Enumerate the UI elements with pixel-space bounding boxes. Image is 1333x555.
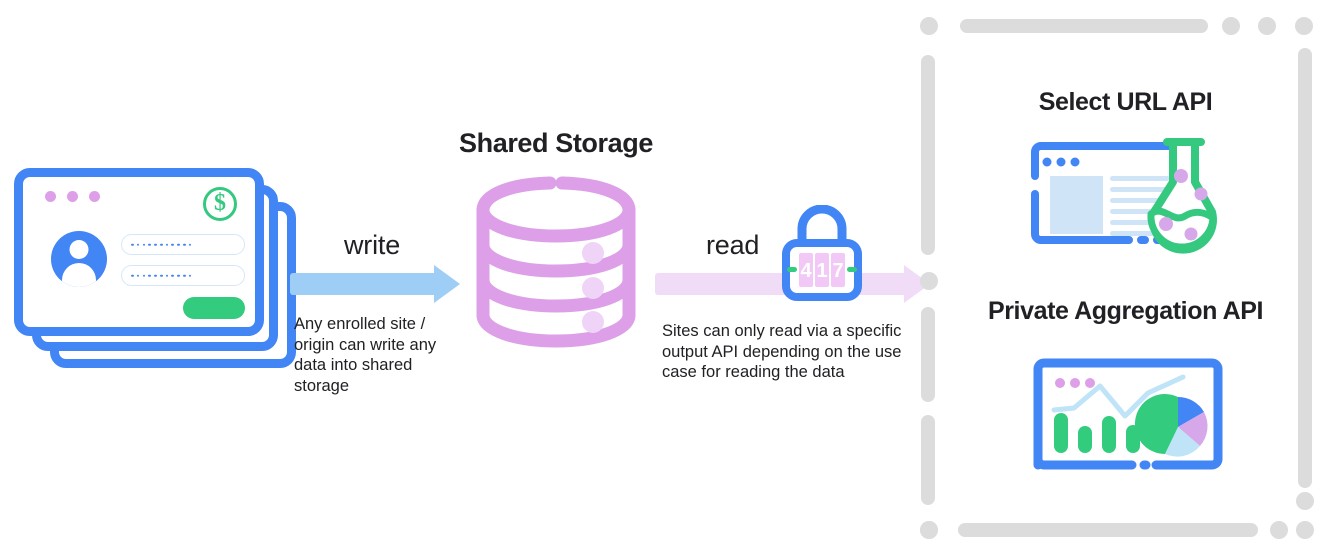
write-arrow-head bbox=[434, 265, 460, 303]
submit-button[interactable] bbox=[183, 297, 245, 319]
field-mask-dots bbox=[131, 274, 192, 277]
panel-border-dot bbox=[1296, 521, 1314, 539]
panel-border-dot bbox=[920, 17, 938, 35]
titlebar-dot bbox=[67, 191, 78, 202]
read-label: read bbox=[706, 230, 760, 260]
select-url-api-title: Select URL API bbox=[1038, 88, 1213, 116]
panel-border-segment bbox=[921, 415, 935, 505]
outputs-panel: Select URL API bbox=[918, 0, 1333, 555]
password-field[interactable] bbox=[121, 265, 245, 286]
dollar-symbol: $ bbox=[214, 190, 226, 216]
panel-border-dot bbox=[920, 521, 938, 539]
panel-border-segment bbox=[1298, 48, 1312, 488]
browser-flask-icon bbox=[1021, 136, 1236, 256]
lock-digit-2: 1 bbox=[816, 260, 827, 282]
avatar-head bbox=[69, 240, 89, 259]
write-label: write bbox=[344, 230, 401, 260]
panel-border-segment bbox=[921, 307, 935, 402]
panel-border-dot bbox=[1258, 17, 1276, 35]
panel-border-dot bbox=[920, 272, 938, 290]
titlebar-dots bbox=[45, 191, 100, 202]
read-description: Sites can only read via a specific outpu… bbox=[662, 322, 902, 381]
private-aggregation-api-title: Private Aggregation API bbox=[987, 297, 1264, 325]
titlebar-dot bbox=[89, 191, 100, 202]
write-description: Any enrolled site / origin can write any… bbox=[294, 315, 437, 395]
panel-border-dot bbox=[1270, 521, 1288, 539]
lock-digit-3: 7 bbox=[832, 260, 843, 282]
panel-border-dot bbox=[1222, 17, 1240, 35]
write-arrow-icon bbox=[290, 264, 460, 304]
field-mask-dots bbox=[131, 243, 192, 246]
page-title: Shared Storage bbox=[459, 128, 653, 158]
dashboard-charts-icon bbox=[1028, 355, 1228, 485]
panel-border-segment bbox=[958, 523, 1258, 537]
panel-border-dot bbox=[1296, 492, 1314, 510]
panel-border-segment bbox=[921, 55, 935, 255]
username-field[interactable] bbox=[121, 234, 245, 255]
avatar-body bbox=[62, 263, 96, 287]
browser-card-front: $ bbox=[14, 168, 264, 336]
titlebar-dot bbox=[45, 191, 56, 202]
lock-digit-1: 4 bbox=[800, 260, 812, 282]
database-cylinder-icon bbox=[470, 170, 642, 355]
write-arrow-shaft bbox=[290, 273, 438, 295]
combination-lock-icon: 4 1 7 bbox=[778, 204, 866, 301]
browser-window-stack-icon: $ bbox=[14, 168, 296, 368]
panel-border-segment bbox=[960, 19, 1208, 33]
panel-border-dot bbox=[1295, 17, 1313, 35]
user-avatar-icon bbox=[51, 231, 107, 287]
dollar-circle-icon: $ bbox=[203, 187, 237, 221]
